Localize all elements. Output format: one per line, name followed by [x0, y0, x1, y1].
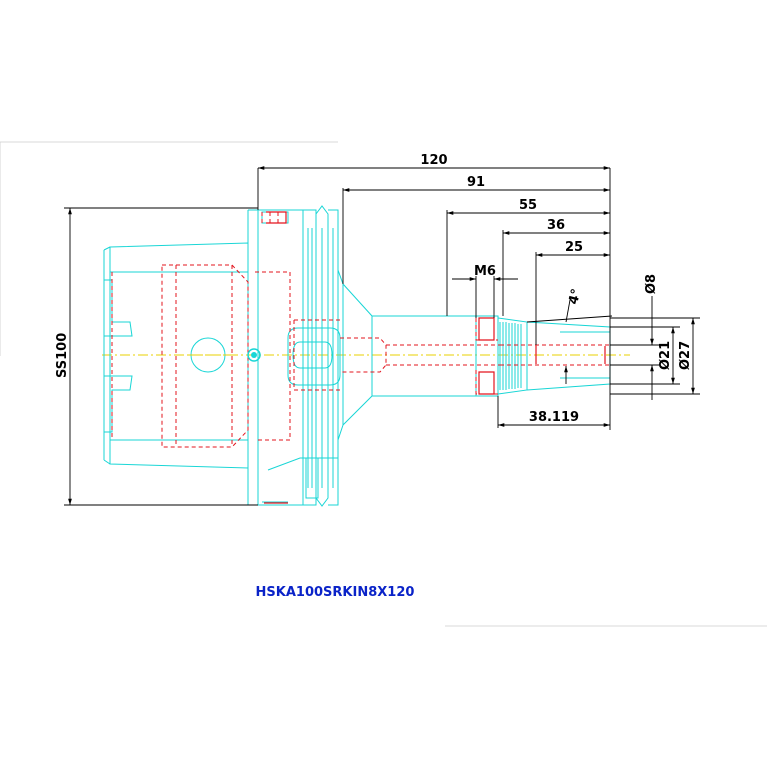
dim-thread-label: M6 — [474, 264, 496, 279]
dimension-nose-diameter-small: Ø21 — [610, 326, 680, 385]
dimension-total-length: 120 — [257, 153, 611, 430]
dim-bore-diameter-label: Ø8 — [644, 274, 659, 294]
dim-flange-to-tip-label: 91 — [467, 175, 485, 190]
dim-bore-depth-label: 25 — [565, 240, 583, 255]
dimension-shank-to-tip: 55 — [446, 198, 610, 316]
dimension-taper-length: 38.119 — [497, 396, 610, 428]
dim-nose-diameter-large-label: Ø27 — [678, 341, 693, 370]
dimension-thread: M6 — [452, 264, 518, 318]
sheet-border-lines — [0, 141, 767, 627]
balance-hole — [188, 337, 228, 373]
dim-flange-diameter-label: SS100 — [55, 333, 70, 378]
dim-shank-to-tip-label: 55 — [519, 198, 537, 213]
dimension-flange-to-tip: 91 — [342, 175, 610, 284]
dimension-bore-depth: 25 — [535, 240, 610, 345]
dimension-flange-diameter: SS100 — [55, 207, 258, 506]
dimension-bore-diameter: Ø8 — [610, 274, 660, 400]
dim-taper-angle-label: 4° — [566, 287, 585, 306]
dim-taper-length-label: 38.119 — [529, 410, 579, 425]
dim-total-length-label: 120 — [420, 153, 447, 168]
dim-nose-diameter-small-label: Ø21 — [658, 341, 673, 370]
hidden-features — [111, 211, 610, 504]
tool-holder-outline — [103, 205, 611, 507]
datum-marker — [247, 348, 261, 362]
part-number-label: HSKA100SRKIN8X120 — [256, 585, 415, 600]
dim-clamp-to-tip-label: 36 — [547, 218, 565, 233]
dimension-taper-angle: 4° — [526, 287, 613, 384]
dimension-nose-diameter-large: Ø27 — [610, 317, 700, 395]
dimension-clamp-to-tip: 36 — [502, 218, 610, 316]
